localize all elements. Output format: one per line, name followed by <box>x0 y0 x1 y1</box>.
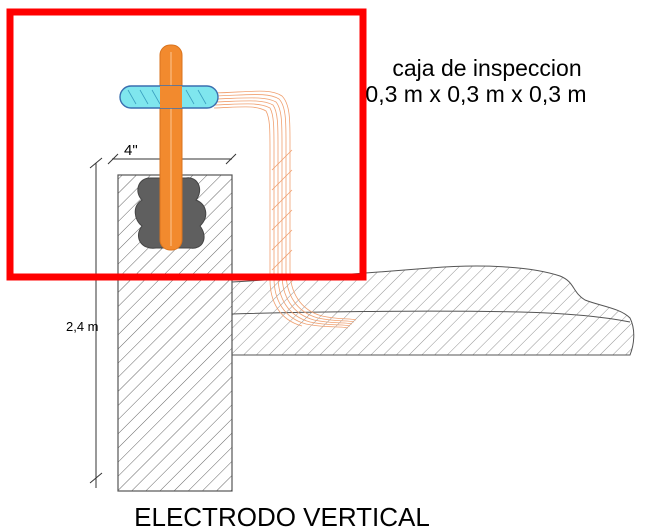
clamp-hatching <box>127 89 207 105</box>
depth-tick-top <box>89 157 103 169</box>
diameter-tick-left <box>107 153 119 165</box>
inspection-box-label-line2: 0,3 m x 0,3 m x 0,3 m <box>365 81 586 107</box>
inspection-box <box>6 8 367 281</box>
inspection-box-label-line1: caja de inspeccion <box>392 55 581 81</box>
diagram-caption: ELECTRODO VERTICAL <box>134 502 430 531</box>
depth-tick-bottom <box>89 472 103 484</box>
diameter-tick-right <box>225 153 237 165</box>
electrode-through-clamp <box>160 86 182 108</box>
soil-top-line <box>231 310 631 323</box>
diameter-label: 4" <box>124 142 138 159</box>
depth-label: 2,4 m <box>66 319 99 334</box>
